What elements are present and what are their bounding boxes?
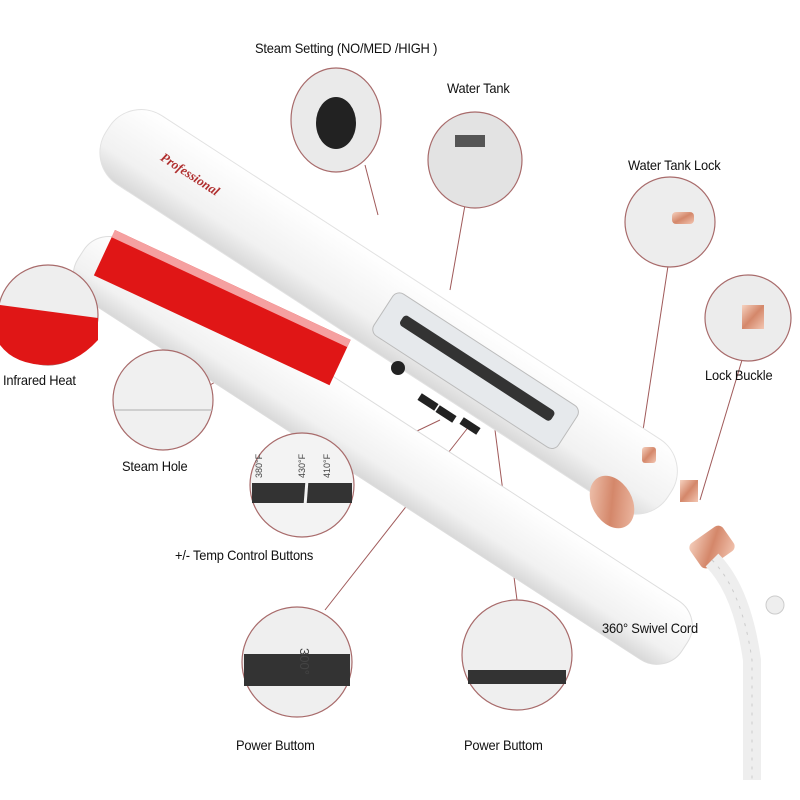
cord	[705, 553, 761, 780]
label-water-tank-lock: Water Tank Lock	[628, 157, 721, 173]
label-infrared-heat: Infrared Heat	[3, 372, 76, 388]
upper-arm: Professional	[99, 109, 678, 515]
infrared-plate	[93, 230, 351, 386]
power-mark: 300°	[297, 648, 312, 675]
label-steam-hole: Steam Hole	[122, 458, 188, 474]
label-power-right: Power Buttom	[464, 737, 543, 753]
label-power-left: Power Buttom	[236, 737, 315, 753]
temp-mark: 410°F	[322, 453, 332, 478]
rose-gold-button	[589, 475, 635, 529]
water-tank-detail	[427, 111, 523, 209]
lower-arm	[72, 235, 693, 665]
steam-hole-detail	[112, 349, 214, 451]
label-swivel-cord: 360° Swivel Cord	[602, 620, 698, 636]
label-steam-setting: Steam Setting (NO/MED /HIGH )	[255, 40, 438, 56]
body-buttons	[391, 361, 481, 435]
label-lock-buckle: Lock Buckle	[705, 367, 773, 383]
temp-mark: 380°F	[254, 453, 264, 478]
label-water-tank: Water Tank	[447, 80, 510, 96]
water-tank-lock-detail	[624, 176, 716, 268]
label-temp-buttons: +/- Temp Control Buttons	[175, 547, 314, 563]
temp-mark: 430°F	[297, 453, 307, 478]
lock-buckle-part	[680, 480, 698, 502]
power-right-detail	[461, 599, 573, 711]
swivel-ring	[689, 525, 735, 569]
